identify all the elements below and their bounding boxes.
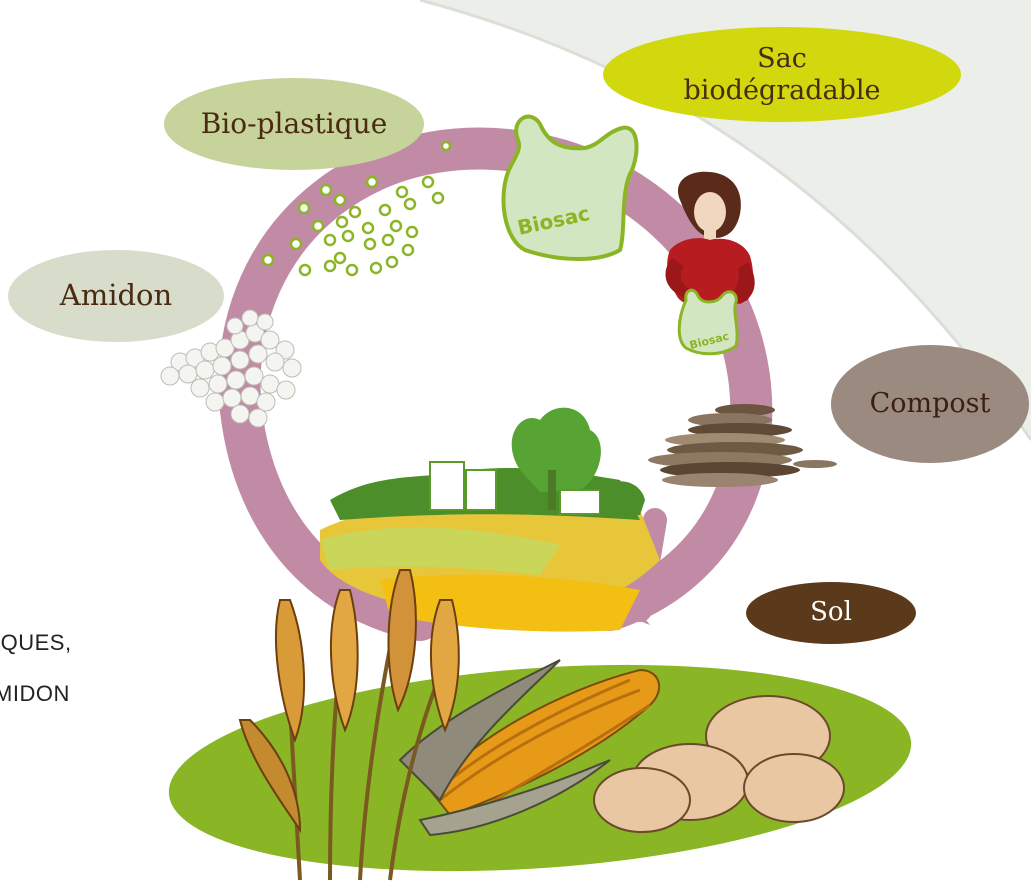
label-amidon-text: Amidon <box>60 279 172 312</box>
label-bioplastique-text: Bio-plastique <box>201 108 388 140</box>
label-amidon: Amidon <box>8 250 224 342</box>
label-compost: Compost <box>831 345 1029 463</box>
label-sol: Sol <box>746 582 916 644</box>
label-sol-text: Sol <box>810 598 852 628</box>
side-text-line1: IQUES, <box>0 630 72 656</box>
label-bioplastique: Bio-plastique <box>164 78 424 170</box>
compost-pile <box>648 404 837 487</box>
side-text-line2: MIDON <box>0 681 70 707</box>
label-compost-text: Compost <box>870 388 991 419</box>
label-sac-text: Sac biodégradable <box>683 43 880 105</box>
label-sac-biodegradable: Sac biodégradable <box>603 27 961 122</box>
biosac-bag-large: Biosac <box>503 117 636 259</box>
